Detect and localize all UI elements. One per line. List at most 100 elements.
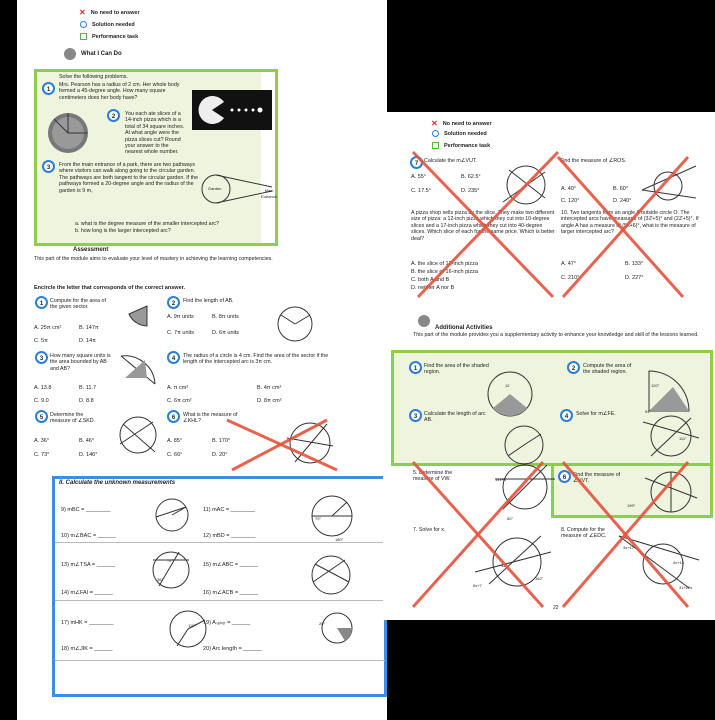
a-number-3: 3 bbox=[409, 409, 422, 422]
q-number-2: 2 bbox=[167, 296, 180, 309]
entrance-label: Main Entrance bbox=[260, 188, 277, 200]
circle-figure-a1 bbox=[487, 371, 533, 417]
r9-option-d: D. neither A nor B bbox=[411, 285, 455, 291]
q2-option-a: A. 9π units bbox=[167, 314, 194, 320]
legend-no-answer-r: ✕No need to answer bbox=[431, 119, 492, 128]
label-31: 31+10x bbox=[679, 585, 693, 590]
row-divider-3 bbox=[55, 660, 385, 661]
problem-2: You each ate slices of a 14-inch pizza w… bbox=[125, 111, 185, 156]
park-diagram bbox=[201, 174, 273, 204]
calc-10: 10) m∠BAC = ______ bbox=[61, 533, 116, 539]
red-x-mark-q6 bbox=[226, 418, 338, 472]
r10-option-c: C. 210° bbox=[561, 275, 580, 281]
label-6x7: 6x+7 bbox=[473, 583, 482, 588]
sector-figure-1 bbox=[128, 305, 148, 327]
q1-option-c: C. 5π bbox=[34, 338, 48, 344]
circle-figure-a5 bbox=[495, 464, 555, 510]
calc-18: 18) m∠JIK = ______ bbox=[61, 646, 113, 652]
circle-figure-6 bbox=[286, 422, 334, 464]
calc-15: 15) m∠ABC = ______ bbox=[203, 562, 258, 568]
activity-box-6 bbox=[551, 463, 713, 518]
angle-180: 180° bbox=[335, 537, 344, 542]
question-6: What is the measure of ∠KHL? bbox=[183, 412, 238, 425]
angle-79: 79° bbox=[315, 516, 322, 521]
label-12: 12 bbox=[505, 383, 510, 388]
a-number-6: 6 bbox=[558, 470, 571, 483]
calc-13: 13) m∠TSA = ______ bbox=[61, 562, 116, 568]
q2-option-d: D. 6π units bbox=[212, 330, 240, 336]
garden-label: Garden bbox=[208, 186, 222, 191]
activity-3: Calculate the length of arc AB. bbox=[424, 411, 486, 424]
activity-5: 5. Determine the measure of VW. bbox=[413, 470, 453, 483]
circle-icon bbox=[432, 130, 439, 137]
activity-4: Solve for m∠FE. bbox=[576, 411, 616, 417]
q5-option-b: B. 46° bbox=[79, 438, 95, 444]
q4-option-c: C. 6π cm² bbox=[167, 398, 192, 404]
arc-figure-2 bbox=[277, 306, 313, 342]
r10-option-a: A. 47° bbox=[561, 261, 577, 267]
q-number-6: 6 bbox=[167, 410, 180, 423]
problem-number-3: 3 bbox=[42, 160, 55, 173]
q5-option-d: D. 146° bbox=[79, 452, 98, 458]
question-4: The radius of a circle is 4 cm. Find the… bbox=[183, 353, 329, 366]
q1-option-d: D. 14π bbox=[79, 338, 96, 344]
legend-task-r: Performance task bbox=[432, 142, 490, 149]
additional-icon bbox=[418, 315, 430, 327]
circle-figure-a4 bbox=[642, 415, 700, 457]
additional-title: Additional Activities bbox=[435, 325, 493, 331]
pacman-figure bbox=[192, 90, 272, 130]
activity-fill-2 bbox=[553, 462, 711, 517]
q5-option-c: C. 73° bbox=[34, 452, 50, 458]
angle-162: 162° bbox=[535, 576, 544, 581]
angle-20: 20° bbox=[319, 621, 326, 626]
sector-figure-19 bbox=[321, 612, 353, 644]
red-x-mark-bottom bbox=[411, 460, 690, 609]
problem-number-2: 2 bbox=[107, 109, 120, 122]
circle-figure-a3 bbox=[504, 425, 544, 465]
legend-solution: Solution needed bbox=[80, 21, 135, 28]
r10-option-d: D. 227° bbox=[625, 275, 644, 281]
circle-figure-11 bbox=[311, 495, 353, 537]
calc-12: 12) mBD = ________ bbox=[203, 533, 256, 539]
angle-120: 120° bbox=[651, 383, 660, 388]
r-question-7: Calculate the m∠VUT. bbox=[424, 158, 478, 164]
calc-16: 16) m∠ACB = ______ bbox=[203, 590, 258, 596]
calc-17: 17) mHK = ________ bbox=[61, 620, 114, 626]
legend-solution-r: Solution needed bbox=[432, 130, 487, 137]
calc-11: 11) mAC = ________ bbox=[203, 507, 256, 513]
calculate-unknown-title: II. Calculate the unknown measurements bbox=[59, 480, 176, 486]
circle-icon bbox=[80, 21, 87, 28]
r7-option-b: B. 62.5° bbox=[461, 174, 481, 180]
page-number: 22 bbox=[553, 605, 559, 611]
q6-option-d: D. 20° bbox=[212, 452, 228, 458]
circle-figure-9 bbox=[155, 498, 189, 532]
angle-72: 72° bbox=[167, 558, 174, 563]
q-number-1: 1 bbox=[35, 296, 48, 309]
q6-option-a: A. 85° bbox=[167, 438, 183, 444]
problem-1: Mrs. Pearson has a radius of 2 cm. Her w… bbox=[59, 82, 180, 101]
r10-option-b: B. 133° bbox=[625, 261, 644, 267]
legend-task: Performance task bbox=[80, 33, 138, 40]
question-3: How many square units is the area bounde… bbox=[50, 353, 111, 372]
what-i-can-do-icon bbox=[64, 48, 76, 60]
q2-option-c: C. 7π units bbox=[167, 330, 195, 336]
calc-9: 9) mBC = ________ bbox=[61, 507, 111, 513]
performance-task-box bbox=[34, 69, 278, 246]
question-2: Find the length of AB. bbox=[183, 298, 234, 304]
encircle-instruction: Encircle the letter that corresponds of … bbox=[34, 285, 185, 291]
q5-option-a: A. 36° bbox=[34, 438, 50, 444]
angle-111: 111° bbox=[679, 436, 687, 441]
calc-14: 14) m∠FAI = ______ bbox=[61, 590, 113, 596]
circle-figure-5 bbox=[119, 416, 157, 454]
a-number-4: 4 bbox=[560, 409, 573, 422]
circle-figure-a6 bbox=[644, 471, 698, 513]
square-icon bbox=[432, 142, 439, 149]
section-title-what-i-can-do: What I Can Do bbox=[81, 51, 122, 57]
circle-figure-a8 bbox=[618, 535, 700, 589]
r8-option-a: A. 40° bbox=[561, 186, 577, 192]
calc-19: 19) Aₛₑₕₒᵣ = ______ bbox=[203, 620, 251, 626]
q-number-3: 3 bbox=[35, 351, 48, 364]
r8-option-d: D. 240° bbox=[613, 198, 632, 204]
a-number-2: 2 bbox=[567, 361, 580, 374]
q6-option-b: B. 170° bbox=[212, 438, 231, 444]
